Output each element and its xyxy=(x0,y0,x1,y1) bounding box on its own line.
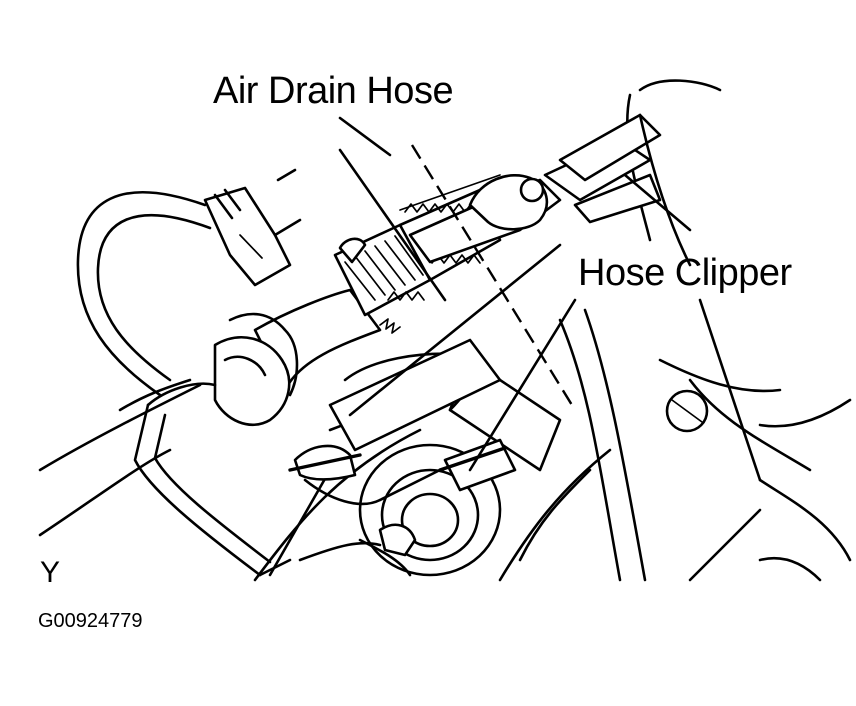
figure-code: G00924779 xyxy=(38,610,143,632)
hose-clipper-tool xyxy=(408,113,692,267)
air-drain-hose-label: Air Drain Hose xyxy=(213,70,454,112)
air-drain-hose xyxy=(213,174,502,426)
leader-lines xyxy=(338,116,692,472)
hose-clipper-label: Hose Clipper xyxy=(578,252,792,294)
vacuum-hose-loop xyxy=(76,191,212,397)
lower-hoses-and-clamps xyxy=(288,338,517,557)
hose-connector xyxy=(203,168,302,287)
corner-mark: Y xyxy=(40,556,61,589)
mounting-bracket xyxy=(133,382,292,577)
engine-background xyxy=(38,79,852,582)
